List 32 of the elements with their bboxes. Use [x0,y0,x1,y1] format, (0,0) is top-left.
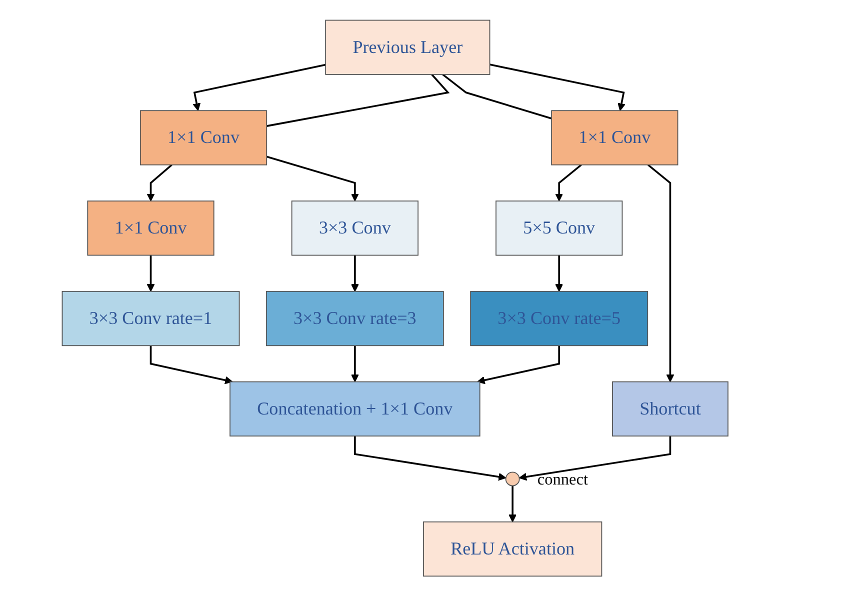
arrow [350,255,359,292]
arrow [150,345,233,384]
arrow [554,255,563,292]
node-box [612,381,728,436]
node-box [422,521,602,576]
node-box [86,200,214,256]
connector [442,74,552,120]
arrow [554,164,582,202]
arrow [192,64,326,111]
node-circle [505,472,520,486]
node-box [229,381,480,436]
flowchart: Previous Layer 1×1 Conv 1×1 Conv 1×1 Conv 3×3 Conv 5×5 Conv Shortcut 3×3 Conv rate=1 3×3 Conv rate=3 3×3 Conv rate=5 Concatenation + 1×1 Conv connect ReLU Activation [54,12,808,584]
node-box [470,290,648,346]
node-box [324,20,490,75]
connector [266,74,450,127]
arrow [146,164,172,202]
node-box [495,200,622,256]
node-box [291,200,418,256]
node-box [140,110,267,166]
arrow [354,436,506,481]
arrow [146,255,154,292]
arrow [476,345,560,384]
arrow [508,486,516,522]
node-box [550,110,678,166]
arrow [350,345,359,382]
arrow [266,156,359,202]
arrow [518,436,671,481]
node-box [266,290,444,346]
arrow [489,63,626,111]
node-box [62,290,240,346]
arrow [647,164,674,382]
node-caption: connect [537,470,588,488]
